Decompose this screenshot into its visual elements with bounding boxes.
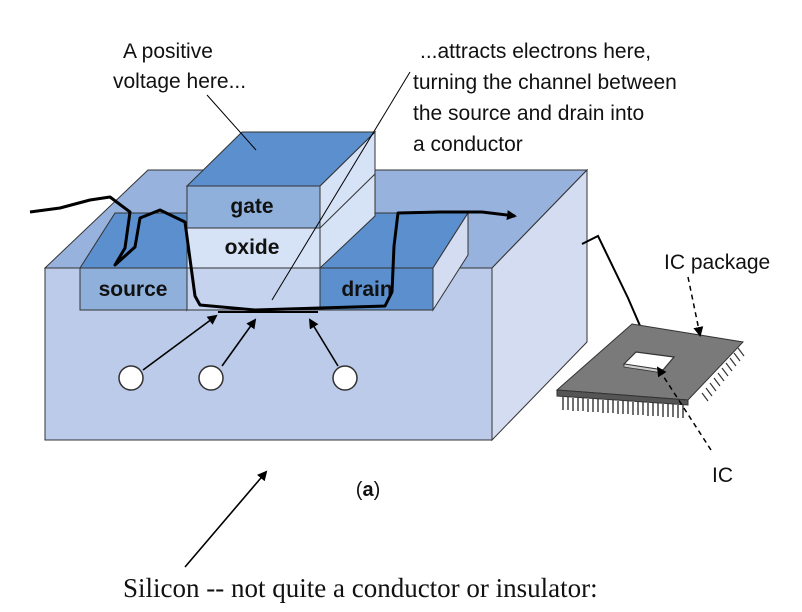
package-pins-right [701,347,745,402]
drain-label: drain [341,278,392,301]
electron-1 [118,365,144,391]
package-front-face [556,389,689,406]
attracts-text-4: a conductor [413,133,523,156]
oxide-label: oxide [225,236,280,259]
gate-front-face [186,185,321,229]
panel-label: (a) [356,479,380,501]
ic-package [555,323,745,418]
ic-package-label: IC package [664,251,770,274]
gate-stack [185,130,377,270]
panel-letter: a [362,479,374,501]
current-path-wire [29,195,517,312]
silicon-pointer-arrow [184,470,268,568]
oxide-front-face [186,227,321,269]
ic-pointer [656,366,712,451]
panel-open-paren: ( [356,479,363,501]
electron-arrow-1 [142,314,218,371]
positive-voltage-text-2: voltage here... [113,70,246,93]
electron-2 [198,365,224,391]
attracts-text-3: the source and drain into [413,102,644,125]
electrons [118,365,358,391]
drain-label-box [319,267,434,311]
ic-label: IC [712,464,733,487]
electron-arrow-3 [308,318,339,367]
caption-text: Silicon -- not quite a conductor or insu… [123,573,598,603]
attracts-text-2: turning the channel between [413,71,677,94]
attracts-text-1: ...attracts electrons here, [420,40,651,63]
source-label-box [79,267,188,311]
panel-close-paren: ) [374,479,381,501]
source-label: source [99,278,168,301]
gate-label: gate [230,195,273,218]
attracts-pointer-line [271,71,411,301]
positive-voltage-text-1: A positive [123,40,213,63]
ic-package-pointer [687,276,704,337]
electron-3 [332,365,358,391]
voltage-pointer-line [206,94,257,151]
electron-arrow-2 [221,318,257,367]
package-pins-front [562,397,684,418]
